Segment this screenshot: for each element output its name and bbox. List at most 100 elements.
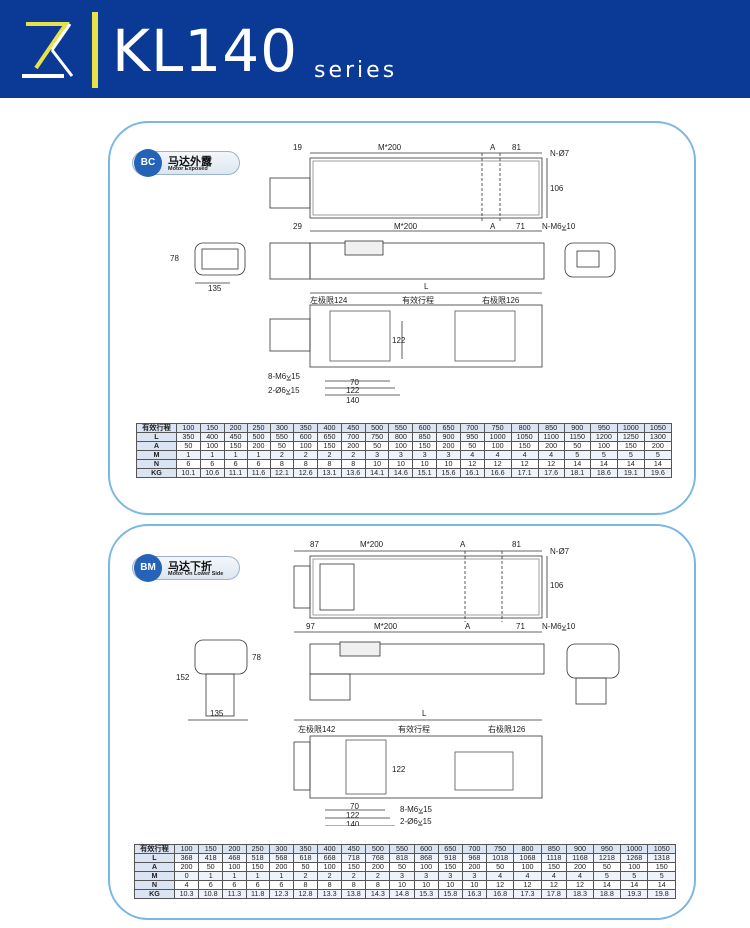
- dim-bottom-m: M*200: [394, 222, 418, 231]
- dim-left-limit: 左极限142: [298, 724, 336, 734]
- dim-width-122: 122: [392, 336, 406, 345]
- table-cell: 19.1: [616, 468, 645, 478]
- table-cell: 18.6: [589, 468, 618, 478]
- dim-bottom-left: 29: [293, 222, 302, 231]
- table-cell: 11.8: [245, 889, 270, 899]
- drawing-bm: 87 M*200 A 81 N-Ø7 106 97 M*200 A 71 N-M…: [176, 540, 620, 826]
- dim-slider-70: 70: [350, 378, 359, 387]
- dim-side-78: 78: [252, 653, 261, 662]
- table-cell: 18.1: [563, 468, 591, 478]
- dim-slider-70: 70: [350, 802, 359, 811]
- table-cell: 14.6: [388, 468, 414, 478]
- dim-right-limit: 右极限126: [488, 724, 526, 734]
- table-cell: 18.3: [566, 889, 594, 899]
- table-cell: 17.3: [513, 889, 542, 899]
- table-cell: 10.1: [176, 468, 201, 478]
- dim-bottom-left: 97: [306, 622, 315, 631]
- motor-block: [269, 177, 311, 209]
- table-cell: 17.6: [537, 468, 565, 478]
- drawing-bc: 19 M*200 A 81 N-Ø7 106 29 M*200 A 71 N-M…: [170, 143, 616, 405]
- badge-code: BM: [134, 554, 162, 582]
- dim-top-a: A: [490, 143, 496, 152]
- dim-top-hole: N-Ø7: [550, 149, 570, 158]
- table-cell: 15.8: [437, 889, 463, 899]
- dim-side-152: 152: [176, 673, 190, 682]
- table-cell: 11.6: [246, 468, 271, 478]
- table-cell: 13.6: [340, 468, 366, 478]
- table-cell: 16.3: [461, 889, 487, 899]
- table-cell: 14.8: [389, 889, 415, 899]
- badge-subtitle: Motor On Lower Side: [168, 571, 224, 577]
- table-cell: 13.1: [317, 468, 342, 478]
- dim-slider-140: 140: [346, 820, 360, 826]
- table-cell: 14.3: [365, 889, 391, 899]
- table-cell: 17.1: [510, 468, 539, 478]
- dim-slider-122: 122: [346, 386, 360, 395]
- table-cell: 19.3: [620, 889, 649, 899]
- dim-stroke: 有效行程: [402, 295, 434, 305]
- badge-bm: BM 马达下折 Motor On Lower Side: [132, 552, 252, 582]
- table-cell: 13.3: [317, 889, 343, 899]
- table-cell: 11.3: [222, 889, 247, 899]
- dim-slider-122: 122: [346, 811, 360, 820]
- dim-length-l: L: [424, 282, 429, 291]
- table-cell: 16.1: [459, 468, 485, 478]
- table-cell: 10.6: [199, 468, 225, 478]
- dim-left-limit: 左极限124: [310, 295, 348, 305]
- dim-top-81: 81: [512, 143, 521, 152]
- dim-right-limit: 右极限126: [482, 295, 520, 305]
- table-cell: 15.1: [412, 468, 438, 478]
- table-cell: 10.3: [173, 889, 200, 899]
- table-cell: 12.6: [293, 468, 319, 478]
- bottom-view-body: [309, 735, 543, 799]
- row-header: KG: [136, 468, 177, 478]
- dim-slider-pin: 2-Ø6⩣15: [400, 817, 432, 826]
- table-cell: 10.8: [198, 889, 224, 899]
- dim-top-m: M*200: [360, 540, 384, 549]
- top-view-body: [309, 157, 543, 219]
- dim-bottom-a: A: [490, 222, 496, 231]
- table-cell: 14.1: [364, 468, 390, 478]
- side-view-body: [309, 643, 545, 675]
- row-header: KG: [134, 889, 175, 899]
- table-cell: 12.3: [268, 889, 294, 899]
- dim-bottom-71: 71: [516, 622, 525, 631]
- table-cell: 19.6: [643, 468, 673, 478]
- dim-bottom-a: A: [465, 622, 471, 631]
- badge-bc: BC 马达外露 Motor Exposed: [132, 147, 252, 177]
- table-cell: 11.1: [223, 468, 248, 478]
- dim-height-106: 106: [550, 581, 564, 590]
- bottom-view-body: [309, 304, 543, 368]
- page-title: KL140: [112, 17, 299, 85]
- table-cell: 12.8: [292, 889, 319, 899]
- dim-top-hole: N-Ø7: [550, 547, 570, 556]
- table-cell: 19.8: [647, 889, 676, 899]
- dim-side-135: 135: [210, 709, 224, 718]
- dim-slider-thread: 8-M6⩣15: [268, 372, 301, 381]
- dim-bottom-71: 71: [516, 222, 525, 231]
- dim-slider-pin: 2-Ø6⩣15: [268, 386, 300, 395]
- dim-stroke: 有效行程: [398, 724, 430, 734]
- dim-slider-140: 140: [346, 396, 360, 405]
- table-cell: 15.6: [436, 468, 461, 478]
- dim-top-81: 81: [512, 540, 521, 549]
- dim-top-left: 19: [293, 143, 302, 152]
- dim-side-78: 78: [170, 254, 179, 263]
- badge-subtitle: Motor Exposed: [168, 166, 208, 172]
- table-cell: 18.8: [592, 889, 622, 899]
- header-banner: KL140 series: [0, 0, 750, 98]
- dim-width-122: 122: [392, 765, 406, 774]
- table-cell: 17.8: [540, 889, 568, 899]
- table-cell: 12.1: [269, 468, 295, 478]
